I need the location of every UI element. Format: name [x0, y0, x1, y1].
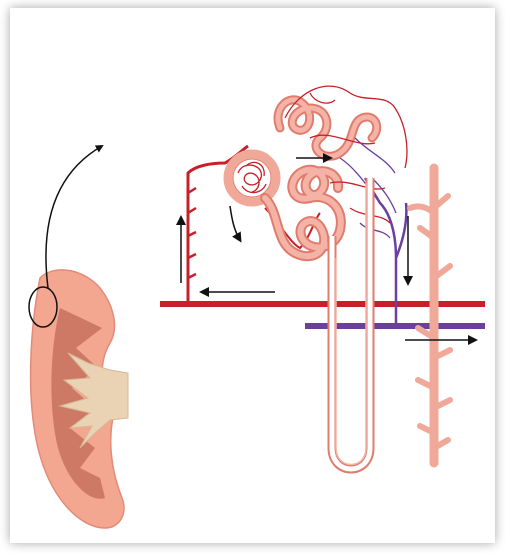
kidney: [29, 146, 128, 528]
nephron-diagram: [10, 8, 495, 543]
tubules: [265, 86, 450, 469]
diagram-frame: [10, 8, 495, 543]
curved-callout-arrow: [46, 146, 102, 288]
flow-arrow-curved: [230, 206, 240, 240]
